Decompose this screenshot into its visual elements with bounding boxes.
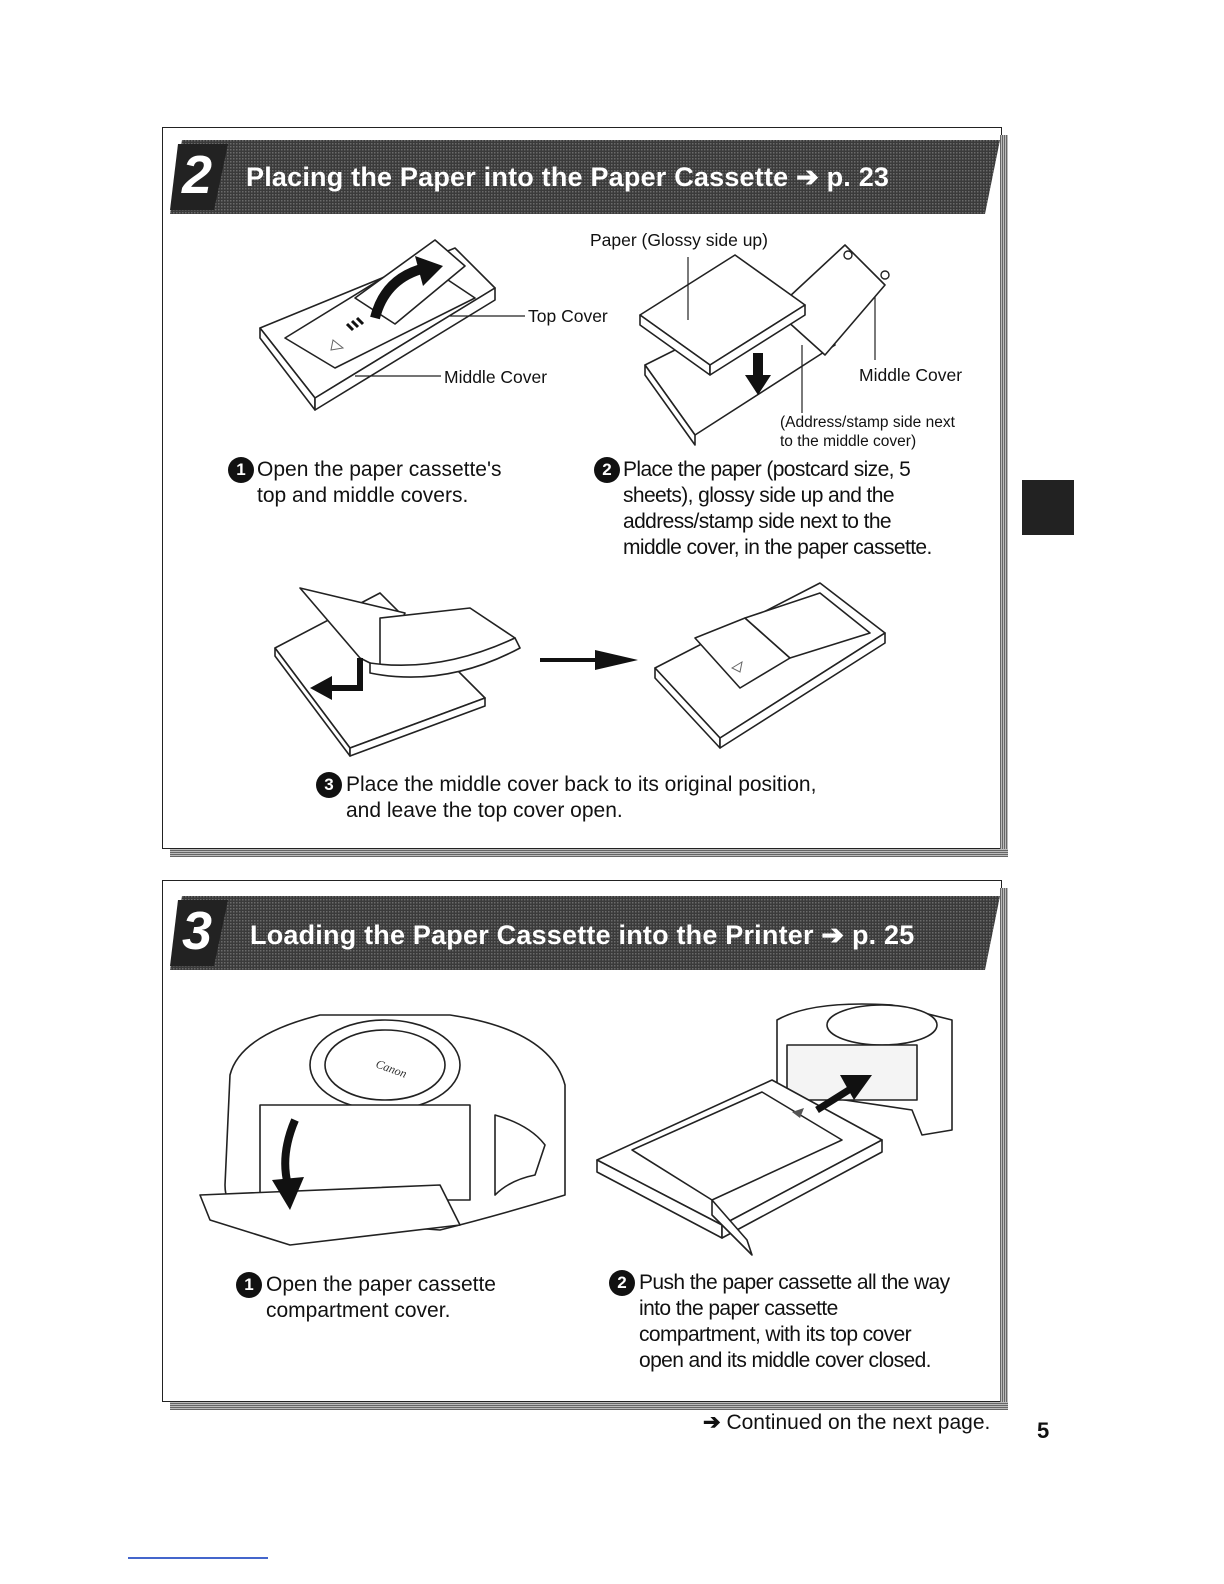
step-2-1-line1: Open the paper cassette's (257, 458, 502, 481)
label-address-line1: (Address/stamp side next (780, 414, 955, 431)
section-3-banner: 3 Loading the Paper Cassette into the Pr… (170, 896, 1000, 970)
step-2-1-text: Open the paper cassette's top and middle… (257, 457, 502, 509)
step-3-2-line4: open and its middle cover closed. (639, 1349, 931, 1372)
section-3-page-ref: p. 25 (851, 920, 915, 950)
arrow-icon: ➔ (821, 920, 845, 950)
step-3-1-text: Open the paper cassette compartment cove… (266, 1272, 496, 1324)
step-3-2-line2: into the paper cassette (639, 1297, 838, 1320)
step-2-2-text: Place the paper (postcard size, 5 sheets… (623, 457, 932, 561)
arrow-right-icon (540, 650, 638, 670)
place-paper-illustration (639, 244, 890, 446)
step-2-2-line2: sheets), glossy side up and the (623, 484, 895, 507)
continued-note: ➔ Continued on the next page. (703, 1410, 990, 1435)
section-2-title-text: Placing the Paper into the Paper Cassett… (246, 162, 789, 192)
push-cassette-illustration (596, 1003, 953, 1256)
continued-text: Continued on the next page. (726, 1411, 991, 1434)
step-2-3-number-icon: 3 (316, 772, 342, 798)
section-2-page-ref: p. 23 (826, 162, 890, 192)
step-2-2-line1: Place the paper (postcard size, 5 (623, 458, 911, 481)
step-2-1-line2: top and middle covers. (257, 484, 469, 507)
step-3-2-text: Push the paper cassette all the way into… (639, 1270, 950, 1374)
section-2-number: 2 (182, 145, 213, 205)
step-2-3-line2: and leave the top cover open. (346, 799, 623, 822)
step-2-2-line3: address/stamp side next to the (623, 510, 892, 533)
step-3-2-line1: Push the paper cassette all the way (639, 1271, 950, 1294)
section-2-banner: 2 Placing the Paper into the Paper Casse… (170, 140, 1000, 214)
step-3-2-number-icon: 2 (609, 1270, 635, 1296)
arrow-icon: ➔ (703, 1411, 721, 1434)
step-2-3-line1: Place the middle cover back to its origi… (346, 773, 817, 796)
step-3-1-line2: compartment cover. (266, 1299, 451, 1322)
section-3-title-text: Loading the Paper Cassette into the Prin… (250, 920, 814, 950)
section-2-shadow-bottom (170, 849, 1008, 857)
step-3-1-line1: Open the paper cassette (266, 1273, 496, 1296)
banner-background (170, 896, 1000, 970)
step-3-1-number-icon: 1 (236, 1272, 262, 1298)
label-middle-cover-right: Middle Cover (859, 365, 963, 385)
cassette-result-illustration (654, 582, 886, 749)
step-2-2-number-icon: 2 (594, 457, 620, 483)
label-paper-glossy: Paper (Glossy side up) (590, 230, 768, 250)
bottom-rule (128, 1557, 268, 1559)
section-2-shadow-right (1000, 135, 1008, 857)
label-top-cover: Top Cover (528, 306, 608, 326)
section-2-frame (162, 127, 1002, 849)
section-3-number: 3 (182, 901, 213, 961)
section-3-shadow-bottom (170, 1402, 1008, 1410)
banner-background (170, 140, 1000, 214)
middle-cover-back-illustration (274, 587, 521, 757)
step-3-2-line3: compartment, with its top cover (639, 1323, 912, 1346)
page-number: 5 (1037, 1418, 1050, 1443)
side-tab-marker (1022, 480, 1074, 535)
step-2-2-line4: middle cover, in the paper cassette. (623, 536, 932, 559)
step-2-1-number-icon: 1 (228, 457, 254, 483)
section-2-title: Placing the Paper into the Paper Cassett… (246, 162, 889, 193)
step-2-3-text: Place the middle cover back to its origi… (346, 772, 816, 824)
printer-open-cover-illustration: Canon (199, 1014, 566, 1246)
label-address-line2: to the middle cover) (780, 433, 917, 450)
cassette-open-illustration (259, 239, 525, 411)
section-3-title: Loading the Paper Cassette into the Prin… (250, 920, 914, 951)
section-3-shadow-right (1000, 888, 1008, 1410)
arrow-icon: ➔ (796, 162, 819, 192)
label-middle-cover-left: Middle Cover (444, 367, 548, 387)
